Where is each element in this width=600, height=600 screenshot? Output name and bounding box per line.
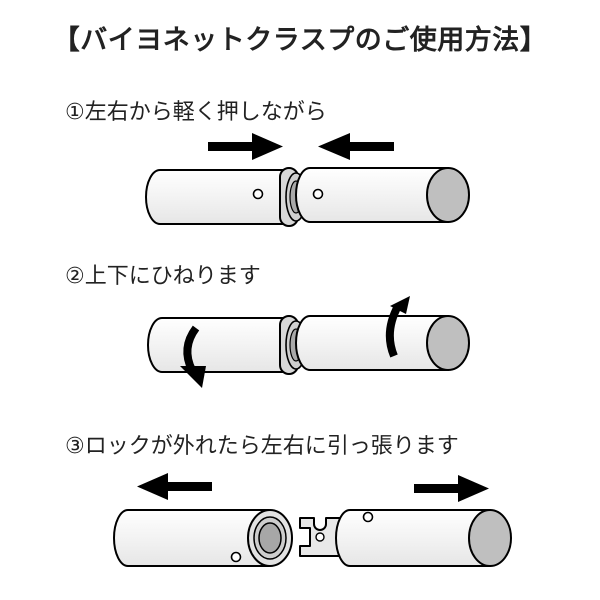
left-tube — [145, 169, 283, 225]
step-1-illustration — [145, 133, 470, 227]
arrow-left-push-icon — [318, 133, 394, 160]
left-tube — [113, 509, 269, 567]
arrow-right-push-icon — [208, 133, 283, 160]
arrow-right-pull-icon — [414, 475, 489, 502]
step-1-label: ①左右から軽く押しながら — [65, 100, 327, 125]
step-3-illustration — [113, 473, 512, 567]
step-2-label: ②上下にひねります — [65, 264, 261, 289]
arrow-left-pull-icon — [137, 473, 212, 500]
page-title: 【バイヨネットクラスプのご使用方法】 — [52, 25, 548, 56]
right-tube — [295, 315, 470, 371]
rotate-down-arrow-icon — [180, 325, 206, 388]
hook-connector — [299, 517, 343, 557]
right-tube — [295, 167, 470, 223]
clasp-ring-open — [247, 509, 293, 567]
rotate-up-arrow-icon — [385, 296, 410, 358]
right-tube — [335, 509, 512, 567]
step-3-label: ③ロックが外れたら左右に引っ張ります — [65, 434, 459, 459]
left-tube — [147, 317, 283, 373]
step-2-illustration — [147, 296, 470, 388]
